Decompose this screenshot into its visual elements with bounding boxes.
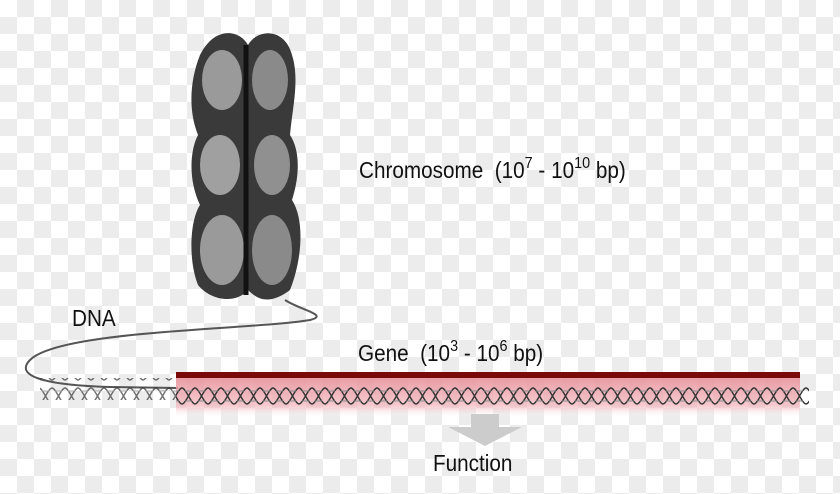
chromosome-label: Chromosome (107 - 1010 bp) xyxy=(359,155,626,184)
function-label: Function xyxy=(433,450,513,476)
chromosome-illustration xyxy=(191,33,301,300)
gene-bar xyxy=(176,372,800,378)
dna-helix-left xyxy=(40,378,178,400)
dna-label: DNA xyxy=(72,305,116,331)
gene-label: Gene (103 - 106 bp) xyxy=(358,338,544,367)
dna-strand xyxy=(24,299,318,389)
down-arrow-icon xyxy=(448,414,522,446)
dna-helix-gene xyxy=(176,384,809,408)
